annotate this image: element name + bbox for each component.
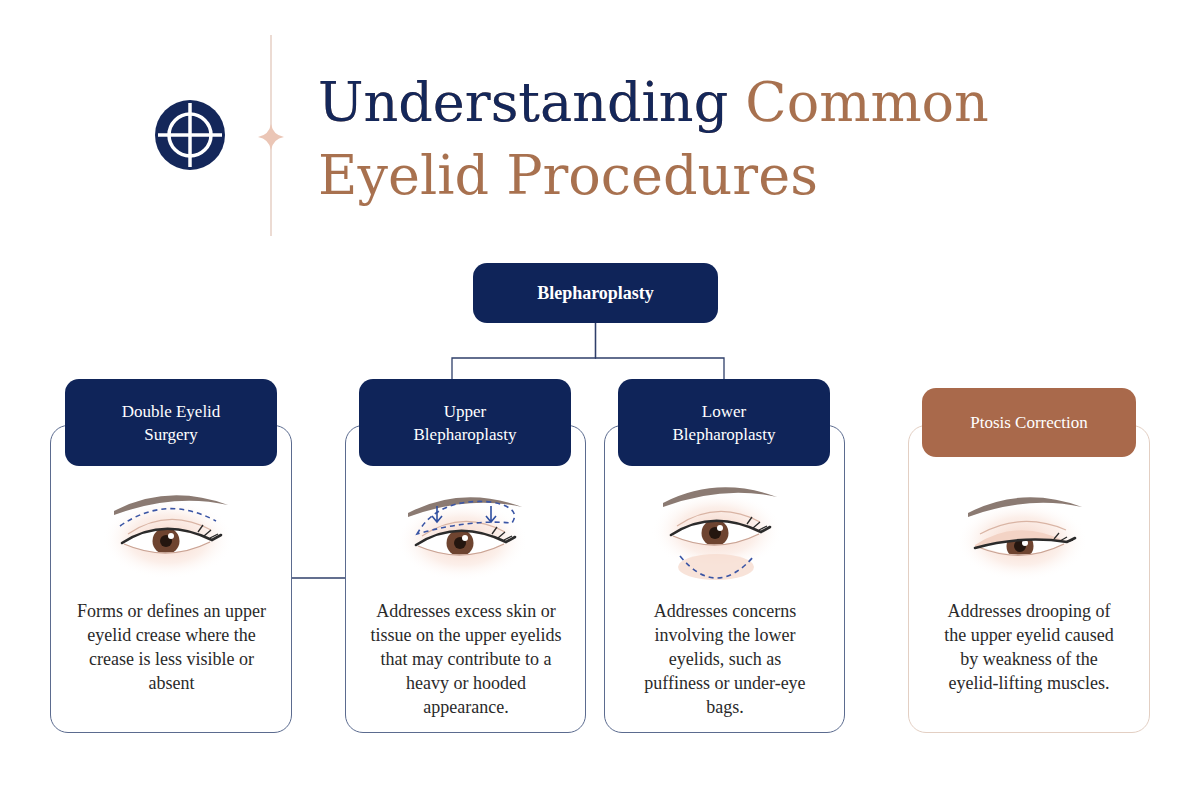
logo-disc [155,100,225,170]
connector-line [452,323,596,379]
card-heading: Double Eyelid Surgery [65,379,277,466]
card-heading: Lower Blepharoplasty [618,379,830,466]
card-description: Addresses drooping of the upper eyelid c… [938,599,1120,695]
diagram-title: Understanding Common Eyelid Procedures [318,66,1078,212]
procedure-card: Upper BlepharoplastyAddresses excess ski… [345,379,586,733]
excess-skin-dash [417,501,515,534]
sparkle-star [258,124,284,150]
eye-drawing [102,495,234,579]
card-heading: Upper Blepharoplasty [359,379,571,466]
logo-cross [158,133,222,137]
bag-dash [680,556,754,578]
card-description: Forms or defines an upper eyelid crease … [69,599,274,695]
card-description: Addresses concerns involving the lower e… [635,599,815,719]
crease-dash [120,509,216,526]
eye-drawing [956,497,1088,581]
down-arrow [486,506,496,522]
card-heading: Ptosis Correction [922,388,1136,457]
down-arrow [432,506,442,522]
procedure-card: Lower BlepharoplastyAddresses concerns i… [604,379,845,733]
category-box: Blepharoplasty [473,263,718,323]
procedure-card: Ptosis CorrectionAddresses drooping of t… [908,388,1150,733]
eye-drawing [396,497,528,581]
connector-line [596,323,725,379]
box-label-group: Blepharoplasty [537,281,654,305]
procedure-card: Double Eyelid SurgeryForms or defines an… [50,379,292,733]
under-eye-bag [678,554,754,580]
box-label: Blepharoplasty [537,281,654,305]
connector-line [292,577,345,578]
card-description: Addresses excess skin or tissue on the u… [370,599,562,719]
